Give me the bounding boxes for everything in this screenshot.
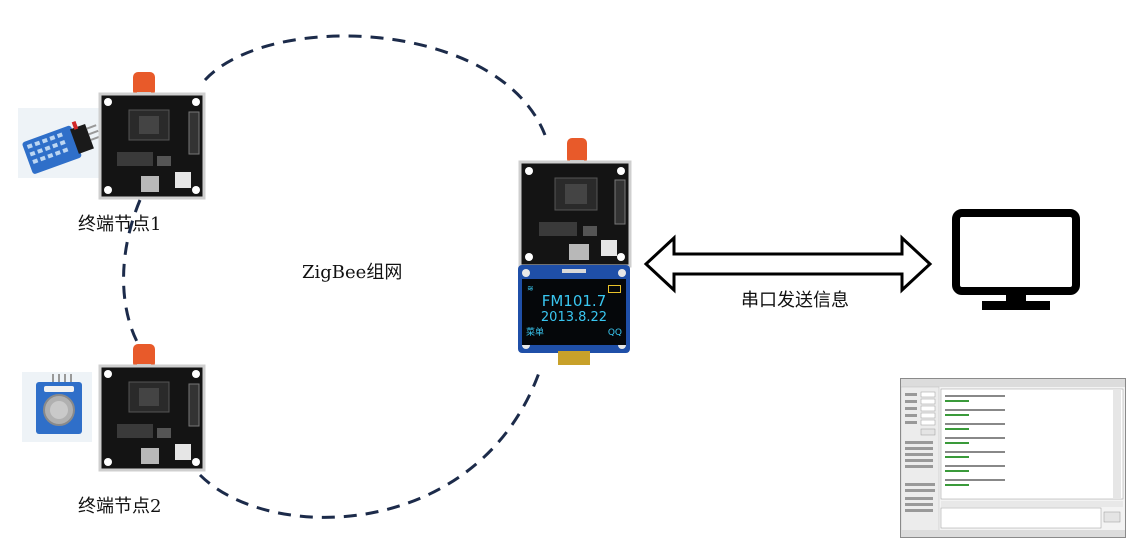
dht11-sensor-icon (18, 108, 100, 178)
oled-frequency: FM101.7 (541, 292, 607, 310)
oled-date: 2013.8.22 (540, 310, 608, 325)
node1-label: 终端节点1 (78, 214, 162, 235)
battery-icon (608, 285, 621, 293)
network-label: ZigBee组网 (302, 262, 403, 283)
oled-qq-key: QQ (607, 328, 622, 338)
link-label: 串口发送信息 (741, 290, 849, 311)
oled-menu-key: 菜单 (526, 328, 545, 338)
node2-zigbee-board (97, 344, 207, 474)
node1-zigbee-board (97, 72, 207, 202)
monitor-icon (952, 209, 1080, 310)
node2-label: 终端节点2 (78, 496, 162, 517)
serial-tool-window (900, 378, 1126, 538)
coordinator-zigbee-board (517, 138, 633, 268)
wifi-signal-icon: ≋ (527, 284, 534, 293)
double-arrow-icon (643, 234, 933, 294)
oled-display-module (518, 265, 630, 367)
gas-sensor-icon (22, 372, 92, 442)
